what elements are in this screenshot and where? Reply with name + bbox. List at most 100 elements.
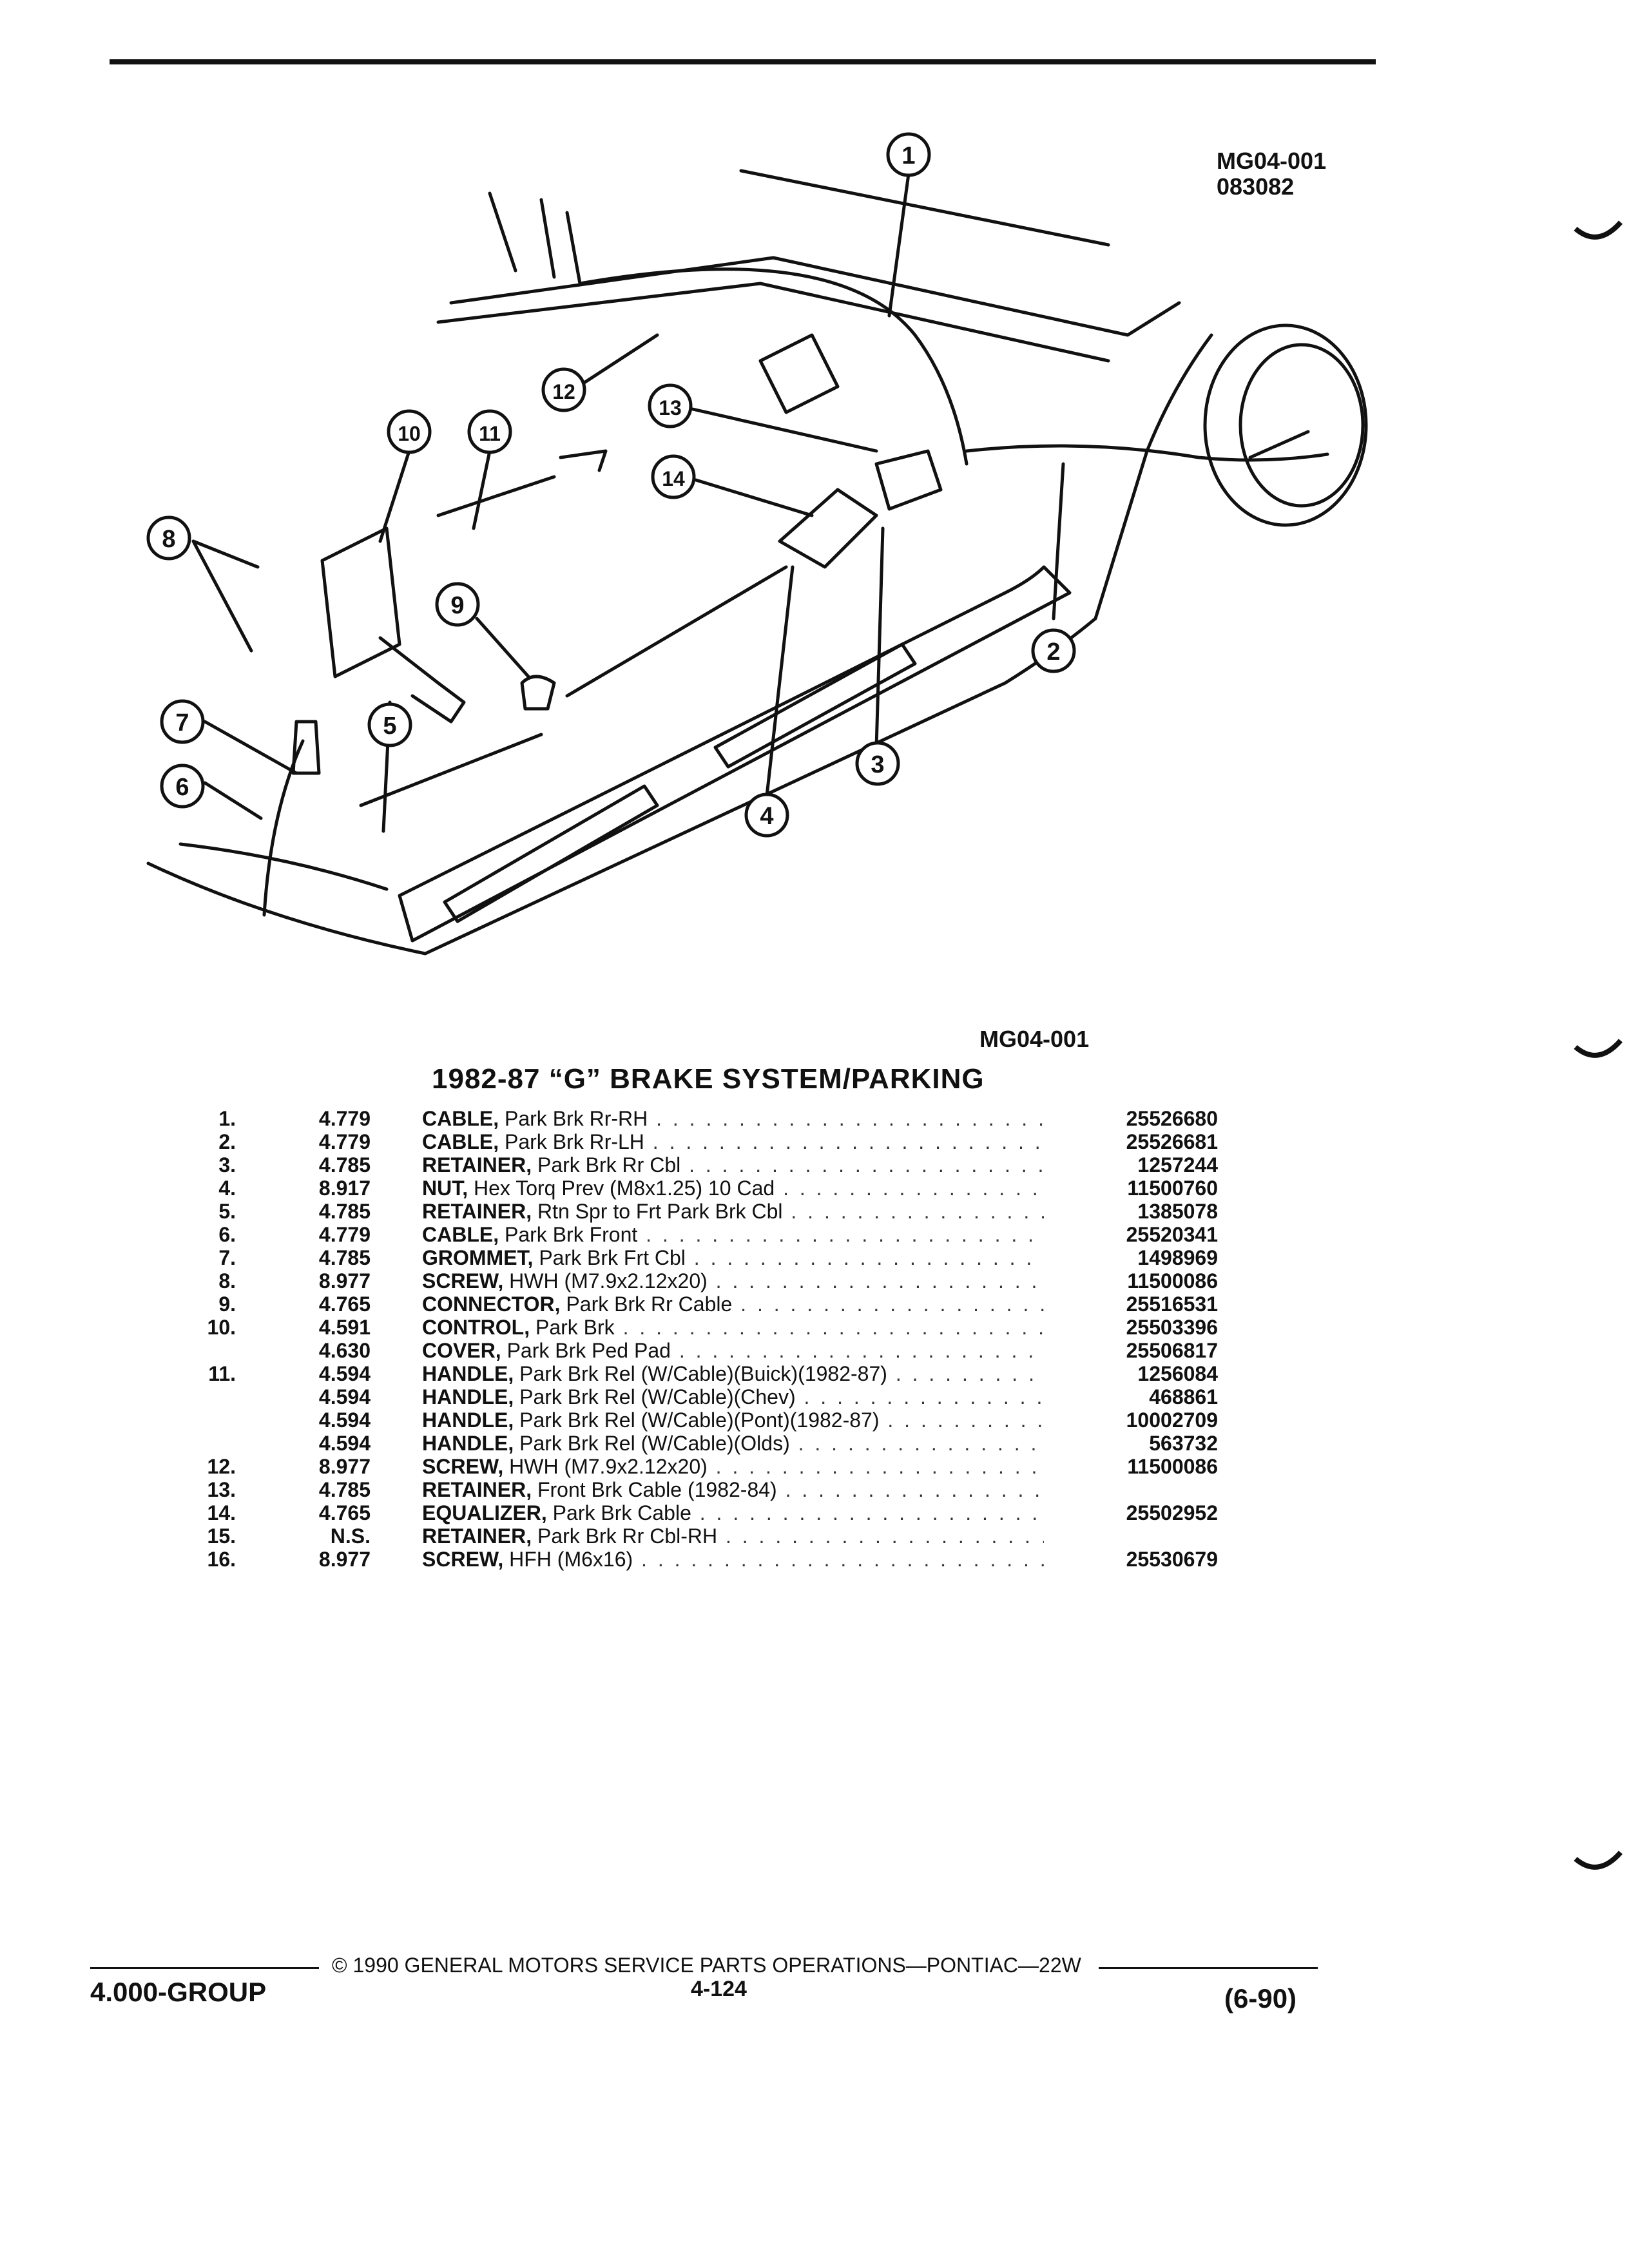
- frame-top: [449, 256, 1181, 337]
- leader-dots: . . . . . . . . . . . . . . . . . . . . …: [652, 1130, 1044, 1153]
- ref-number: 9.: [218, 1293, 236, 1316]
- part-number: 11500760: [1127, 1177, 1218, 1200]
- leader-3: [874, 526, 885, 749]
- release-handle: [559, 449, 608, 472]
- ref-number: 3.: [218, 1153, 236, 1177]
- leader-dots: . . . . . . . . . . . . . . . . . . . . …: [689, 1153, 1044, 1177]
- group-label: 4.000-GROUP: [90, 1977, 267, 2007]
- part-description: CONNECTOR, Park Brk Rr Cable . . . . . .…: [422, 1293, 1044, 1316]
- footer-rule-left: [90, 1967, 319, 1969]
- part-name: SCREW,: [422, 1455, 504, 1478]
- part-number: 25506817: [1126, 1339, 1218, 1362]
- part-name: RETAINER,: [422, 1153, 532, 1177]
- part-detail: HWH (M7.9x2.12x20): [509, 1455, 708, 1478]
- diagram-code-line-1: MG04-001: [1217, 148, 1327, 174]
- ref-number: 5.: [218, 1200, 236, 1223]
- callout-9: 9: [435, 582, 480, 627]
- leader-9: [475, 617, 530, 678]
- part-detail: Park Brk Ped Pad: [506, 1339, 671, 1362]
- part-detail: Park Brk Rel (W/Cable)(Olds): [519, 1432, 790, 1455]
- page-number: 4-124: [691, 1977, 747, 2001]
- part-name: HANDLE,: [422, 1362, 514, 1385]
- part-description: RETAINER, Rtn Spr to Frt Park Brk Cbl . …: [422, 1200, 1044, 1223]
- svg-text:5: 5: [383, 713, 396, 740]
- group-number: 4.765: [318, 1501, 371, 1524]
- copyright-text: © 1990 GENERAL MOTORS SERVICE PARTS OPER…: [332, 1954, 1081, 1977]
- part-detail: Park Brk Rel (W/Cable)(Pont)(1982-87): [519, 1408, 880, 1432]
- part-number: 25530679: [1126, 1548, 1218, 1571]
- callout-10: 10: [387, 409, 432, 454]
- part-detail: Park Brk: [535, 1316, 615, 1339]
- group-number: 4.785: [318, 1246, 371, 1269]
- part-description: SCREW, HWH (M7.9x2.12x20) . . . . . . . …: [422, 1269, 1044, 1293]
- callout-3: 3: [855, 741, 900, 786]
- ref-number: 16.: [207, 1548, 236, 1571]
- part-name: CABLE,: [422, 1107, 499, 1130]
- ref-number: 12.: [207, 1455, 236, 1478]
- part-number: 25526680: [1126, 1107, 1218, 1130]
- part-number: 468861: [1149, 1385, 1218, 1408]
- callout-14: 14: [651, 454, 696, 499]
- part-number: 25516531: [1126, 1293, 1218, 1316]
- rocker-slot-front: [443, 784, 659, 923]
- leader-11: [472, 449, 492, 530]
- part-description: RETAINER, Front Brk Cable (1982-84) . . …: [422, 1478, 1044, 1501]
- page-title: 1982-87 “G” BRAKE SYSTEM/PARKING: [432, 1063, 985, 1095]
- part-detail: HFH (M6x16): [509, 1548, 633, 1571]
- svg-text:4: 4: [760, 803, 773, 830]
- leader-dots: . . . . . . . . . . . . . . . . . . . . …: [641, 1548, 1044, 1571]
- svg-text:8: 8: [162, 526, 175, 553]
- date-code: (6-90): [1224, 1983, 1297, 2013]
- part-number: 25502952: [1126, 1501, 1218, 1524]
- callout-1: 1: [886, 132, 931, 177]
- part-number: 563732: [1149, 1432, 1218, 1455]
- ref-number: 4.: [218, 1177, 236, 1200]
- svg-text:13: 13: [659, 396, 682, 419]
- leader-dots: . . . . . . . . . . . . . . . . . . . . …: [715, 1455, 1044, 1478]
- grommet: [291, 720, 321, 775]
- footer-rule-right: [1099, 1967, 1318, 1969]
- part-name: HANDLE,: [422, 1385, 514, 1408]
- parts-row: 15.N.S.RETAINER, Park Brk Rr Cbl-RH . . …: [174, 1524, 1218, 1548]
- group-number: 8.977: [318, 1548, 371, 1571]
- leader-dots: . . . . . . . . . . . . . . . . . . . . …: [656, 1107, 1044, 1130]
- leader-dots: . . . . . . . . . . . . . . . . . . . . …: [646, 1223, 1044, 1246]
- part-detail: Park Brk Rr Cable: [566, 1293, 733, 1316]
- group-number: 4.591: [318, 1316, 371, 1339]
- svg-text:7: 7: [175, 709, 189, 736]
- release-handle-rod: [436, 475, 556, 517]
- svg-text:10: 10: [398, 422, 421, 445]
- ref-number: 14.: [207, 1501, 236, 1524]
- callout-11: 11: [467, 409, 512, 454]
- callout-5: 5: [367, 702, 412, 747]
- strut-lines: [488, 191, 582, 285]
- part-description: HANDLE, Park Brk Rel (W/Cable)(Buick)(19…: [422, 1362, 1044, 1385]
- leader-8: [191, 539, 260, 653]
- part-number: 10002709: [1126, 1408, 1218, 1432]
- ref-number: 7.: [218, 1246, 236, 1269]
- svg-text:11: 11: [479, 422, 501, 445]
- ref-number: 6.: [218, 1223, 236, 1246]
- part-description: HANDLE, Park Brk Rel (W/Cable)(Pont)(198…: [422, 1408, 1044, 1432]
- part-description: HANDLE, Park Brk Rel (W/Cable)(Olds) . .…: [422, 1432, 1044, 1455]
- leader-dots: . . . . . . . . . . . . . . . . . . . . …: [783, 1177, 1044, 1200]
- callout-2: 2: [1031, 628, 1076, 673]
- svg-text:2: 2: [1046, 639, 1060, 666]
- part-detail: Park Brk Cable: [552, 1501, 691, 1524]
- brake-drum: [1203, 323, 1368, 527]
- part-number: 25520341: [1126, 1223, 1218, 1246]
- top-rule: [110, 59, 1376, 64]
- group-number: 4.779: [318, 1107, 371, 1130]
- leader-dots: . . . . . . . . . . . . . . . . . . . . …: [679, 1339, 1044, 1362]
- retainer-bracket: [874, 449, 943, 511]
- part-name: HANDLE,: [422, 1432, 514, 1455]
- group-number: 4.594: [318, 1385, 371, 1408]
- part-number: 11500086: [1127, 1269, 1218, 1293]
